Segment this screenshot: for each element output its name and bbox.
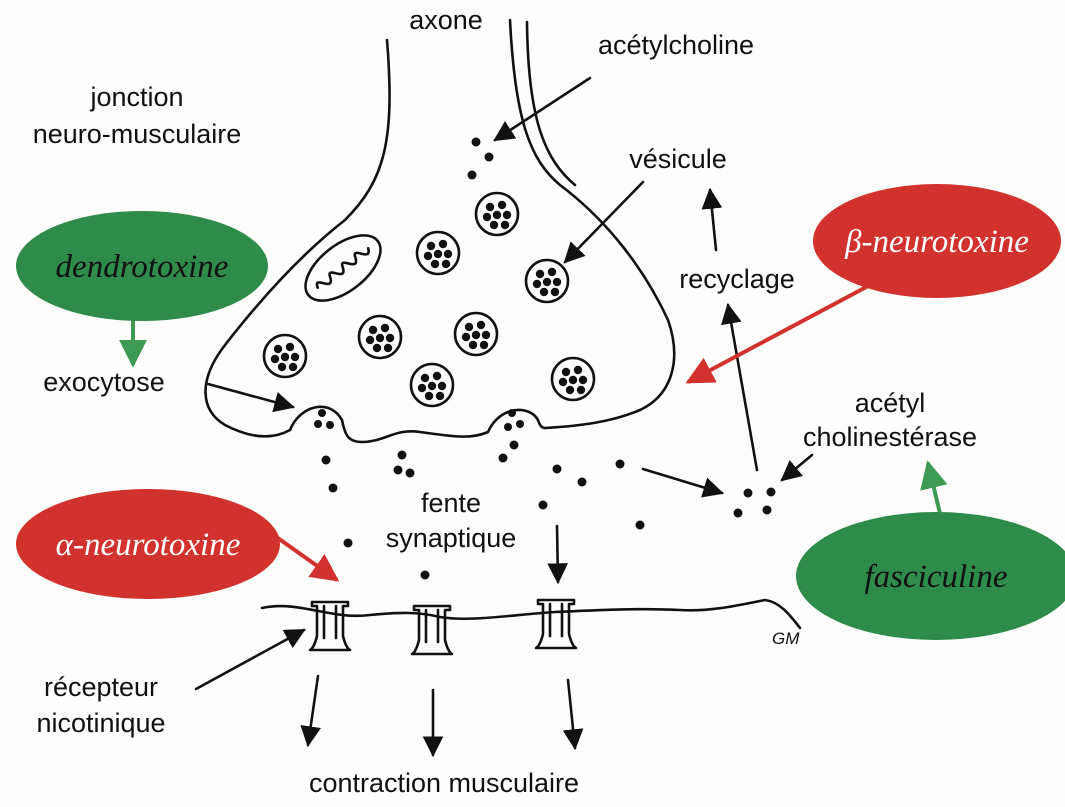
toxin-fasciculine: fasciculine bbox=[796, 512, 1065, 640]
toxin-label: β-neurotoxine bbox=[844, 224, 1029, 260]
receptor bbox=[310, 602, 350, 650]
vesicle bbox=[552, 358, 594, 400]
label-jonction: jonction bbox=[89, 82, 183, 112]
nicotinic-receptors bbox=[310, 600, 576, 654]
label-nicotinique: nicotinique bbox=[36, 708, 165, 738]
toxin-beta-neurotoxine: β-neurotoxine bbox=[813, 184, 1061, 298]
toxin-label: α-neurotoxine bbox=[56, 527, 241, 563]
exocytosis-sites bbox=[314, 409, 524, 431]
vesicle bbox=[455, 313, 497, 355]
toxin-label: fasciculine bbox=[865, 559, 1008, 595]
label-acetyl: acétyl bbox=[855, 388, 926, 418]
label-recyclage: recyclage bbox=[679, 264, 795, 294]
label-fente: fente bbox=[421, 488, 481, 518]
signature: GM bbox=[772, 629, 800, 648]
toxin-label: dendrotoxine bbox=[56, 249, 229, 285]
black-arrows bbox=[196, 78, 812, 755]
label-acetylcholine: acétylcholine bbox=[598, 30, 754, 60]
vesicle bbox=[359, 316, 401, 358]
text-labels: axone acétylcholine jonction neuro-muscu… bbox=[33, 5, 977, 798]
acetylcholine-molecules bbox=[322, 138, 776, 580]
toxin-alpha-neurotoxine: α-neurotoxine bbox=[16, 489, 280, 599]
vesicle bbox=[476, 193, 518, 235]
label-cholinesterase: cholinestérase bbox=[803, 422, 977, 452]
label-recepteur: récepteur bbox=[44, 672, 158, 702]
vesicle bbox=[417, 232, 459, 274]
vesicle bbox=[526, 260, 568, 302]
toxin-dendrotoxine: dendrotoxine bbox=[16, 211, 268, 321]
label-neuro-musculaire: neuro-musculaire bbox=[33, 119, 242, 149]
mitochondrion bbox=[294, 223, 392, 313]
label-contraction: contraction musculaire bbox=[309, 768, 579, 798]
label-axone: axone bbox=[409, 5, 483, 35]
vesicle bbox=[264, 335, 306, 377]
receptor bbox=[412, 606, 452, 654]
vesicle bbox=[411, 364, 453, 406]
receptor bbox=[536, 600, 576, 648]
label-synaptique: synaptique bbox=[386, 523, 517, 553]
label-exocytose: exocytose bbox=[43, 367, 165, 397]
label-vesicule: vésicule bbox=[629, 144, 727, 174]
